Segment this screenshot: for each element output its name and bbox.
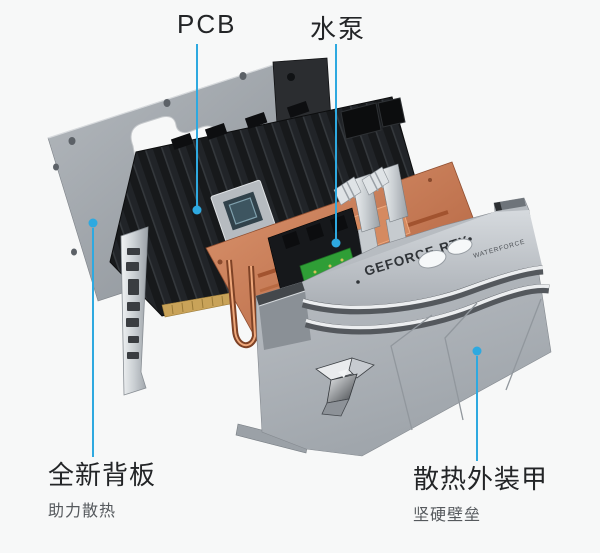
callout-pump-label: 水泵 — [310, 14, 367, 44]
callout-backplate-subtitle: 助力散热 — [48, 502, 117, 520]
callout-pcb: PCB — [177, 9, 236, 40]
power-connector — [340, 102, 382, 140]
pcb-leader-dot — [192, 205, 202, 215]
callout-armor-subtitle: 坚硬壁垒 — [413, 506, 482, 524]
leader-lines — [88, 44, 482, 461]
callout-armor-title: 散热外装甲 — [413, 464, 549, 494]
pcb-layer — [109, 57, 431, 396]
callout-pump: 水泵 — [310, 9, 366, 46]
pcb-components — [170, 101, 310, 150]
shroud-holes — [418, 238, 473, 269]
gpu-die — [210, 179, 276, 243]
shroud-wave-trim — [301, 265, 550, 335]
backplate-leader-dot — [88, 218, 98, 228]
callout-pcb-label: PCB — [177, 9, 237, 39]
shroud-endcap — [256, 282, 305, 306]
pump-leader-dot — [331, 238, 341, 248]
aorus-falcon-logo — [315, 357, 375, 417]
callout-backplate-title: 全新背板 — [48, 460, 157, 490]
tube-fittings — [333, 163, 410, 272]
callout-armor: 散热外装甲 坚硬壁垒 — [413, 465, 548, 525]
callout-backplate: 全新背板 助力散热 — [48, 461, 156, 521]
io-bracket — [120, 226, 149, 396]
shroud-emboss-lines — [390, 298, 542, 431]
armor-leader-dot — [472, 346, 482, 356]
power-connector — [377, 97, 406, 128]
